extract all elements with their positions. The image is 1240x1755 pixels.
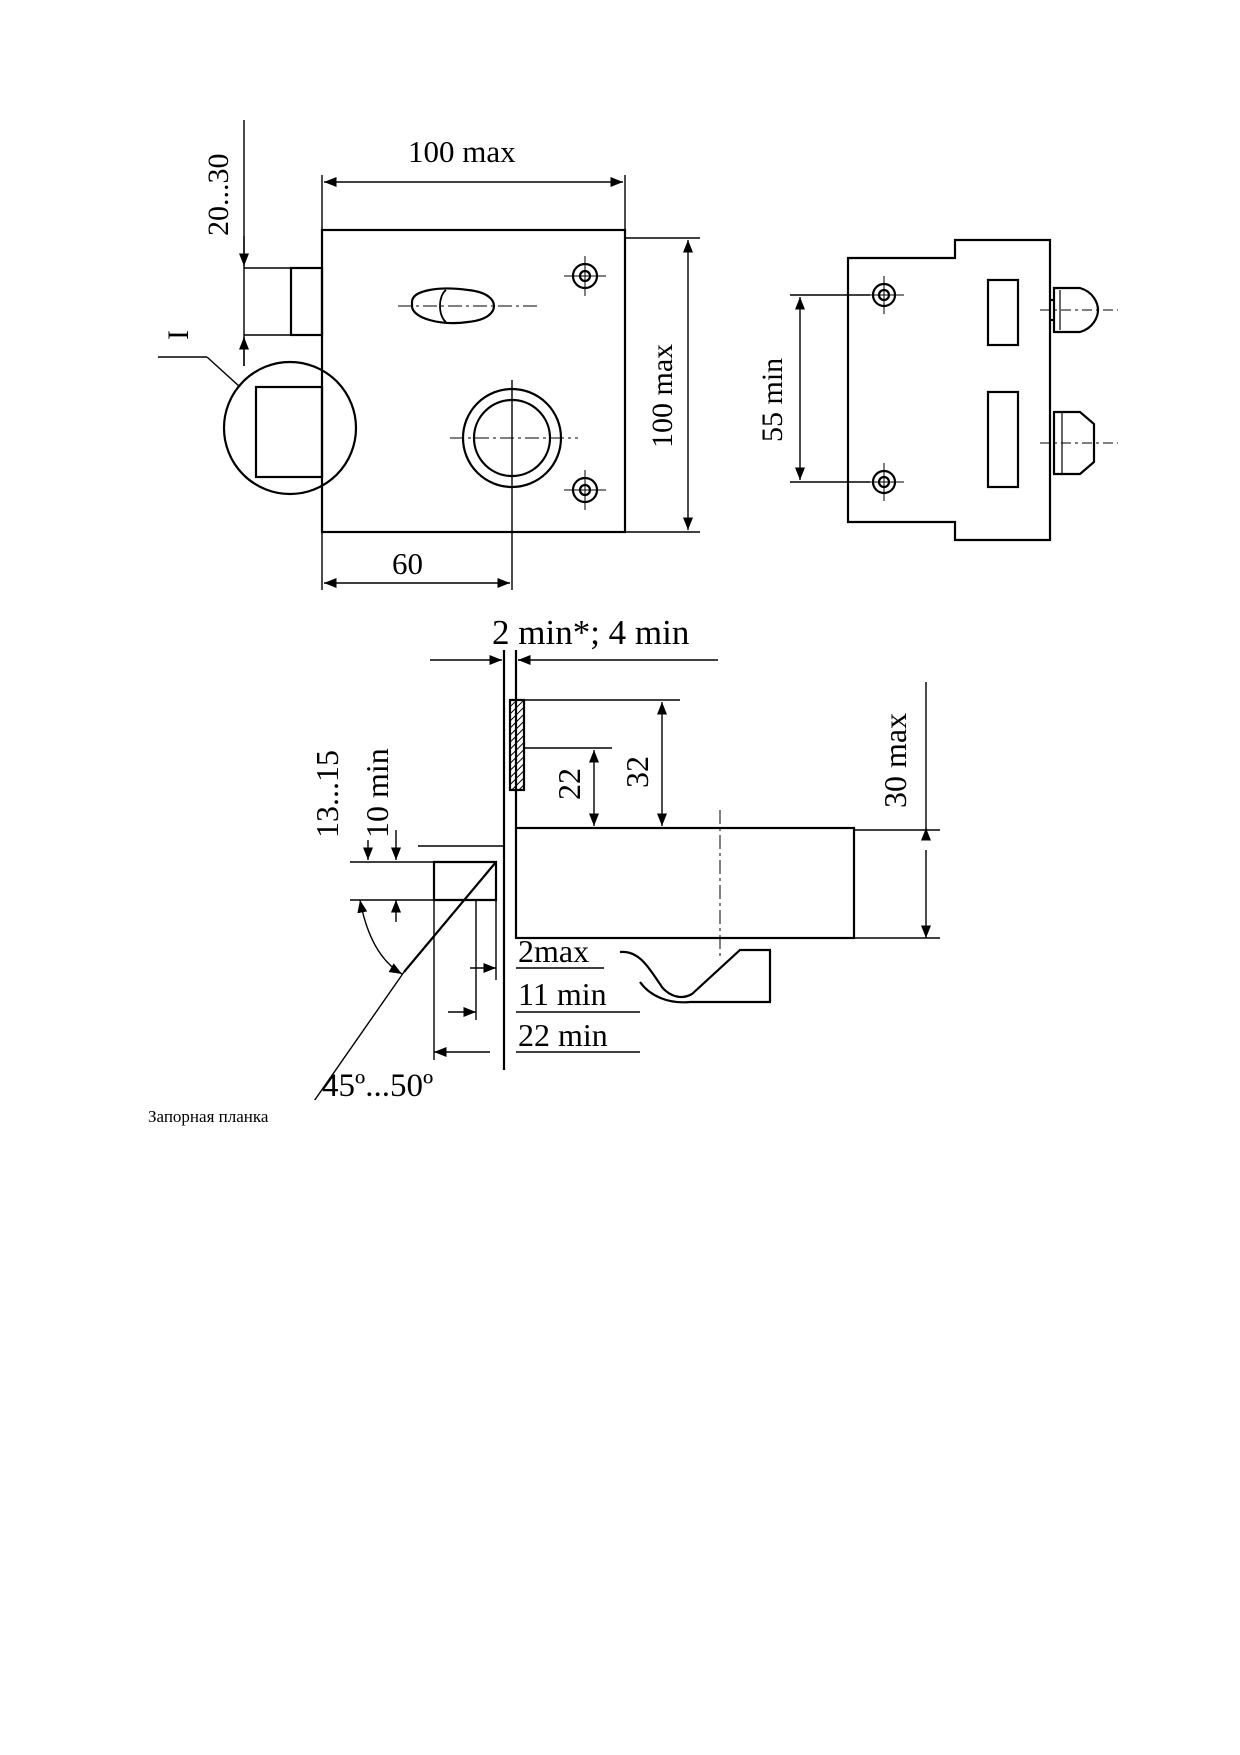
label-height-100-max: 100 max xyxy=(646,344,679,448)
lock-technical-drawing: 100 max 100 max 20...30 I 60 55 min 2 mi… xyxy=(158,120,1118,1100)
label-2max: 2max xyxy=(518,933,589,969)
label-22-min: 22 min xyxy=(518,1017,608,1053)
dead-bolt xyxy=(254,385,324,479)
label-22: 22 xyxy=(551,768,587,800)
label-2min-4min: 2 min*; 4 min xyxy=(492,613,689,652)
label-11-min: 11 min xyxy=(518,976,607,1012)
label-angle-45-50: 45º...50º xyxy=(322,1068,433,1100)
bolt-body xyxy=(514,826,856,940)
lock-front-view xyxy=(158,120,700,590)
label-55-min: 55 min xyxy=(756,358,789,442)
screw-top xyxy=(564,256,606,296)
side-screw-bottom xyxy=(865,463,904,501)
figure-caption: Запорная планка xyxy=(148,1107,269,1126)
latch-bolt xyxy=(289,266,324,337)
label-60: 60 xyxy=(392,546,423,581)
screw-bottom xyxy=(564,470,606,510)
strike-cam xyxy=(619,948,772,1004)
side-body-outline xyxy=(846,238,1052,542)
side-window-bottom xyxy=(986,390,1020,489)
label-10-min: 10 min xyxy=(359,748,395,838)
label-width-100-max: 100 max xyxy=(408,134,516,169)
side-window-top xyxy=(986,278,1020,347)
label-13-15: 13...15 xyxy=(309,750,345,838)
detail-circle-I xyxy=(222,360,358,496)
label-30-max: 30 max xyxy=(877,713,913,808)
strike-plate-section xyxy=(313,650,940,1100)
bolt-tip xyxy=(1052,410,1096,476)
label-detail-I: I xyxy=(162,330,195,340)
label-32: 32 xyxy=(619,756,655,788)
side-screw-top xyxy=(865,276,904,314)
lock-body-outline xyxy=(320,228,627,534)
latch-head xyxy=(432,860,498,902)
label-20-30: 20...30 xyxy=(202,154,235,237)
lock-side-view xyxy=(790,238,1118,542)
